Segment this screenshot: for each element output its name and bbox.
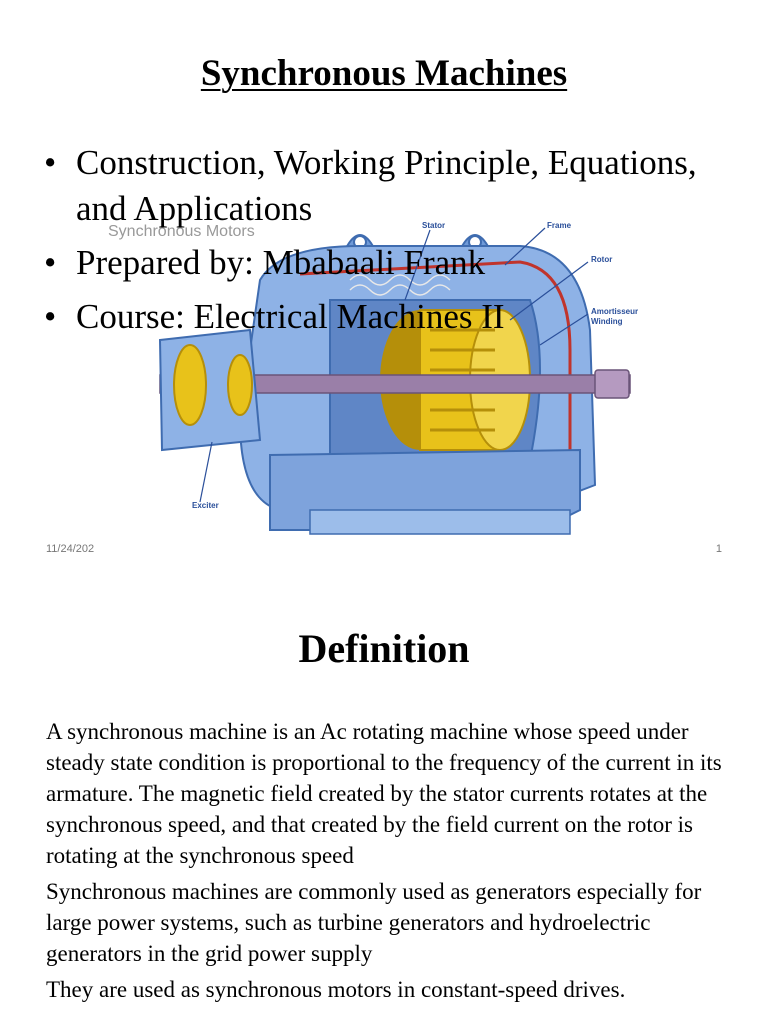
label-frame: Frame: [547, 221, 572, 230]
bullet-text: Construction, Working Principle, Equatio…: [76, 143, 697, 228]
label-exciter: Exciter: [192, 501, 219, 510]
bullet-glyph: •: [44, 297, 57, 336]
stator-winding: [349, 274, 451, 296]
exciter: [173, 344, 253, 426]
bullet-item: • Construction, Working Principle, Equat…: [44, 140, 744, 232]
stator-outline: [299, 260, 572, 460]
definition-body: A synchronous machine is an Ac rotating …: [46, 716, 726, 1010]
bullet-list: • Construction, Working Principle, Equat…: [44, 140, 744, 348]
footer-date: 11/24/202: [46, 543, 95, 555]
bullet-text: Course: Electrical Machines II: [76, 297, 505, 336]
slide-2: Definition A synchronous machine is an A…: [0, 575, 768, 1024]
label-stator: Stator: [422, 221, 445, 230]
bullet-text: Prepared by: Mbabaali Frank: [76, 243, 486, 282]
footer-page-number: 1: [715, 543, 722, 555]
slide-1: Synchronous Machines Synchronous Motors: [44, 53, 744, 555]
paragraph: A synchronous machine is an Ac rotating …: [46, 719, 722, 868]
illustration-caption: Synchronous Motors: [108, 223, 255, 240]
slide-title: Definition: [298, 626, 470, 671]
synchronous-motor-illustration: Synchronous Motors: [108, 221, 638, 535]
label-rotor: Rotor: [591, 255, 612, 264]
bullet-item: • Course: Electrical Machines II: [44, 294, 744, 340]
bullet-glyph: •: [44, 243, 57, 282]
paragraph: They are used as synchronous motors in c…: [46, 977, 626, 1002]
bullet-glyph: •: [44, 143, 57, 182]
slide-title: Synchronous Machines: [200, 53, 568, 94]
label-amortisseur: Amortisseur: [591, 307, 638, 316]
label-winding: Winding: [591, 317, 623, 326]
bullet-item: • Prepared by: Mbabaali Frank: [44, 240, 744, 286]
paragraph: Synchronous machines are commonly used a…: [46, 879, 702, 966]
